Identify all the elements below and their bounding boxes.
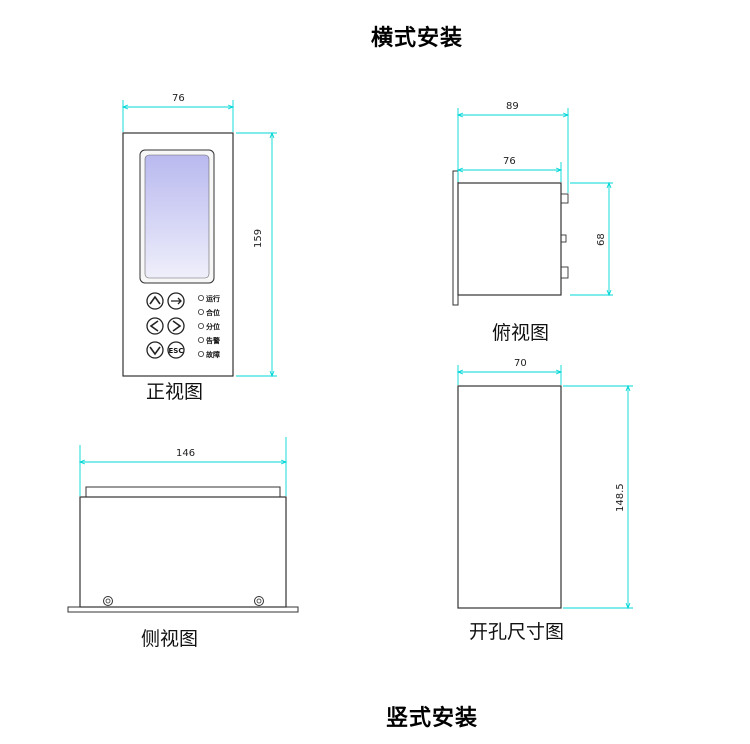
side-view (67, 437, 299, 613)
front-view-label: 正视图 (146, 381, 204, 403)
front-height-dimension: 159 (253, 228, 264, 248)
key-down (146, 341, 164, 359)
top-view (452, 108, 613, 306)
indicator-label: 运行 (206, 294, 220, 303)
top-total-width-dimension: 89 (506, 101, 519, 112)
front-dimensions (121, 100, 277, 378)
top-terminal (560, 193, 569, 204)
indicator-label: 故障 (206, 350, 220, 359)
side-view-label: 侧视图 (141, 628, 199, 650)
top-dimensions (456, 108, 613, 297)
keypad: ESC (146, 292, 185, 359)
side-body (79, 496, 287, 608)
side-base-plate (67, 606, 299, 613)
cutout-dimensions (456, 365, 633, 610)
indicator-list: 运行 合位 分位 告警 故障 (197, 294, 220, 359)
screw-icon (254, 596, 264, 606)
top-flange (452, 170, 459, 306)
top-terminal (560, 266, 569, 279)
front-width-dimension: 76 (172, 93, 185, 104)
top-body-width-dimension: 76 (503, 156, 516, 167)
indicator-label: 分位 (206, 322, 220, 331)
top-body (457, 182, 562, 296)
side-width-dimension: 146 (176, 448, 196, 459)
indicator-label: 告警 (206, 336, 220, 345)
title-horizontal-mount: 横式安装 (370, 26, 463, 51)
cutout-view (456, 365, 633, 610)
front-panel-outline (122, 132, 234, 377)
top-view-label: 俯视图 (492, 322, 550, 344)
cutout-height-dimension: 148.5 (615, 483, 626, 512)
top-height-dimension: 68 (596, 233, 607, 246)
cutout-outline (457, 385, 562, 609)
side-top-plate (85, 486, 281, 498)
front-view: ESC 运行 合位 分位 告警 故障 (121, 100, 277, 378)
key-esc (167, 341, 185, 359)
screw-icon (103, 596, 113, 606)
indicator-label: 合位 (205, 308, 220, 317)
key-right (167, 317, 185, 335)
cutout-width-dimension: 70 (514, 358, 527, 369)
top-terminal (560, 234, 567, 243)
key-left (146, 317, 164, 335)
cutout-view-label: 开孔尺寸图 (469, 621, 565, 643)
title-vertical-mount: 竖式安装 (385, 706, 478, 731)
key-esc-label: ESC (169, 347, 184, 355)
lcd-screen (144, 154, 210, 279)
key-up (146, 292, 164, 310)
side-dimensions (78, 437, 288, 496)
